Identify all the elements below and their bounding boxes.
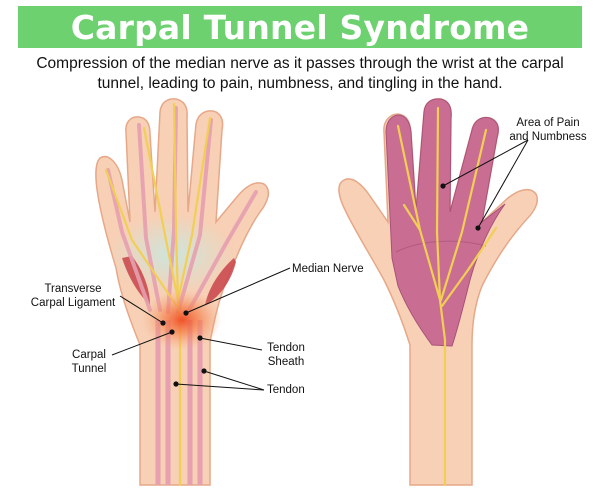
label-tcl-line2: Carpal Ligament bbox=[30, 297, 116, 309]
affected-area bbox=[385, 98, 506, 347]
label-tcl-line1: Transverse bbox=[44, 283, 102, 295]
label-tendon-sheath: Tendon Sheath bbox=[262, 341, 310, 369]
right-pointer-dots bbox=[440, 183, 481, 231]
hypothenar-muscle bbox=[205, 258, 236, 305]
finger-tendons bbox=[106, 106, 258, 314]
label-area-of-pain-line2: and Numbness bbox=[509, 131, 587, 143]
left-hand bbox=[95, 98, 291, 487]
left-pointer-lines bbox=[111, 267, 291, 391]
label-carpal-tunnel-line2: Tunnel bbox=[71, 363, 107, 375]
right-hand bbox=[338, 98, 538, 487]
label-carpal-tunnel-line1: Carpal bbox=[72, 349, 106, 361]
left-pointer-dots bbox=[160, 310, 207, 387]
label-area-of-pain: Area of Pain and Numbness bbox=[500, 116, 596, 144]
label-median-nerve: Median Nerve bbox=[292, 263, 364, 275]
label-tendon-sheath-line1: Tendon bbox=[267, 342, 305, 354]
page-title: Carpal Tunnel Syndrome bbox=[70, 7, 530, 47]
label-area-of-pain-line1: Area of Pain bbox=[516, 117, 580, 129]
label-transverse-carpal-ligament: Transverse Carpal Ligament bbox=[20, 282, 126, 310]
label-carpal-tunnel: Carpal Tunnel bbox=[64, 348, 114, 376]
label-tendon: Tendon bbox=[267, 384, 305, 396]
title-banner: Carpal Tunnel Syndrome bbox=[18, 6, 582, 48]
inflammation-glow bbox=[142, 290, 222, 350]
right-nerves bbox=[396, 106, 498, 487]
subtitle: Compression of the median nerve as it pa… bbox=[36, 55, 564, 92]
right-pointer-lines bbox=[442, 139, 529, 229]
label-tendon-sheath-line2: Sheath bbox=[267, 356, 305, 368]
